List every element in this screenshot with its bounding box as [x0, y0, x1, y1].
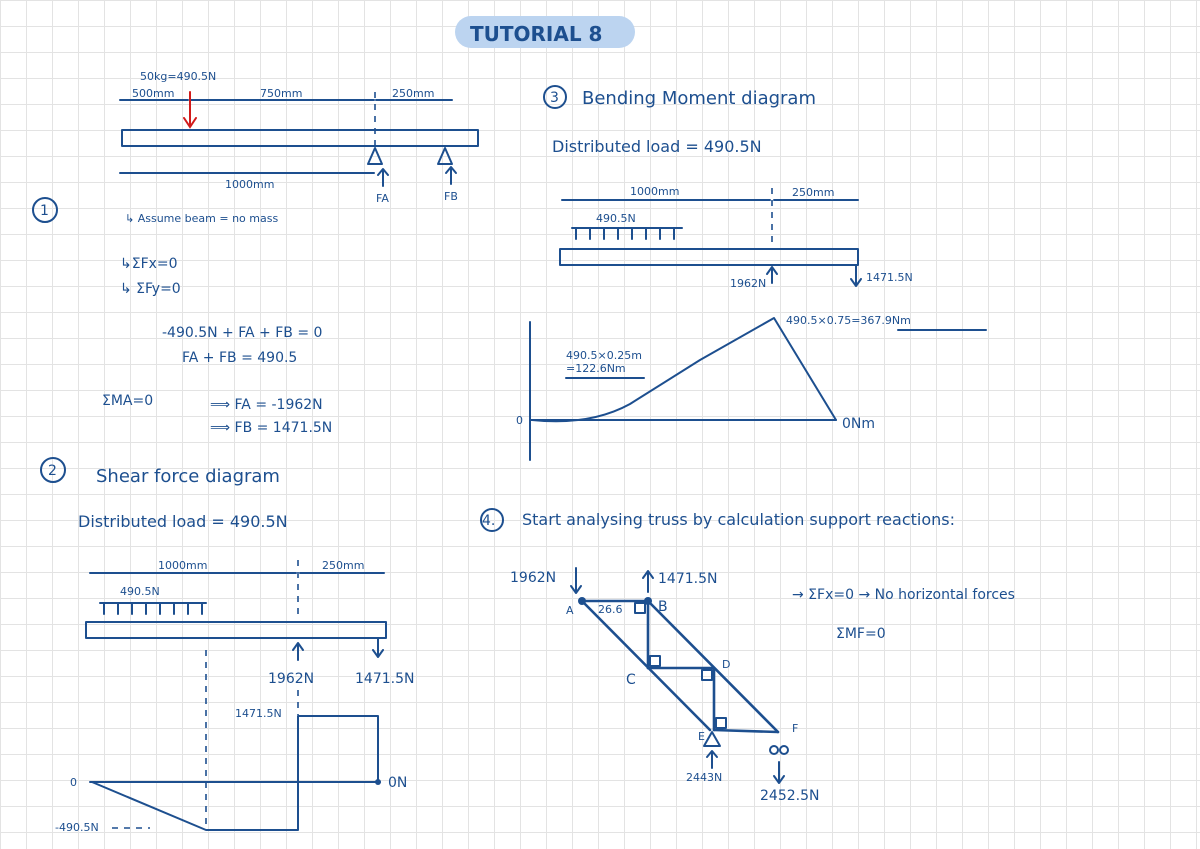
section-4-title: Start analysing truss by calculation sup…: [522, 510, 955, 529]
section-2-dist-load: Distributed load = 490.5N: [78, 512, 288, 531]
dim-250-label: 250mm: [392, 87, 434, 100]
truss-eq-1: → ΣFx=0 → No horizontal forces: [792, 587, 1015, 603]
eq-sum-fy: ↳ ΣFy=0: [120, 281, 181, 297]
bm-distributed-load-arrows: [571, 227, 683, 240]
eq-moment-a: ΣMA=0: [102, 393, 153, 409]
truss: [580, 599, 780, 734]
support-a: [367, 147, 383, 165]
section-2-number: 2: [48, 463, 57, 479]
section-3-title: Bending Moment diagram: [582, 88, 816, 109]
sf-reaction-2-label: 1471.5N: [355, 671, 414, 687]
sf-distributed-load-arrows: [99, 602, 207, 615]
result-fb: ⟹ FB = 1471.5N: [210, 420, 332, 436]
reaction-e-label: 2443N: [686, 771, 722, 784]
bm-reaction-1-label: 1962N: [730, 277, 766, 290]
sf-negative-label: -490.5N: [55, 821, 99, 834]
beam-3: [559, 248, 859, 266]
dim-750-label: 750mm: [260, 87, 302, 100]
truss-load-b-label: 1471.5N: [658, 571, 717, 587]
shear-force-curve: [91, 715, 379, 831]
support-b: [437, 147, 453, 165]
sf-positive-label: 1471.5N: [235, 707, 282, 720]
bm-dim-1000-label: 1000mm: [630, 185, 679, 198]
truss-load-a-label: 1962N: [510, 570, 556, 586]
label-fa: FA: [376, 192, 389, 205]
section-1-number: 1: [40, 203, 49, 219]
eq-fa-fb: FA + FB = 490.5: [182, 350, 297, 366]
section-4-number: 4.: [482, 513, 495, 529]
load-arrow-head: [183, 117, 197, 129]
bm-reaction-2-label: 1471.5N: [866, 271, 913, 284]
page-title: TUTORIAL 8: [470, 22, 602, 46]
section-1-marker: [32, 197, 58, 223]
dim-500-label: 500mm: [132, 87, 174, 100]
truss-eq-2: ΣMF=0: [836, 626, 886, 642]
beam-2: [85, 621, 387, 639]
bm-load-label: 490.5N: [596, 212, 636, 225]
section-4-marker: [480, 508, 504, 532]
node-a-dot: [578, 597, 586, 605]
section-2-marker: [40, 457, 66, 483]
section-3-number: 3: [550, 90, 559, 106]
label-fb: FB: [444, 190, 458, 203]
angle-label: 26.6: [598, 603, 623, 616]
beam-1: [121, 129, 479, 147]
sf-zero-right: 0N: [388, 775, 407, 791]
reaction-f-label: 2452.5N: [760, 788, 819, 804]
sf-reaction-1-label: 1962N: [268, 671, 314, 687]
node-c-label: C: [626, 672, 636, 688]
node-d-label: D: [722, 658, 730, 671]
node-b-label: B: [658, 599, 668, 615]
sf-load-label: 490.5N: [120, 585, 160, 598]
section-3-marker: [543, 85, 567, 109]
bm-zero-left: 0: [516, 414, 523, 427]
node-b-dot: [644, 597, 652, 605]
title-highlight: [455, 16, 635, 48]
load-label: 50kg=490.5N: [140, 70, 216, 83]
assume-text: ↳ Assume beam = no mass: [125, 212, 278, 225]
bm-zero-right: 0Nm: [842, 416, 875, 432]
bm-dim-250-label: 250mm: [792, 186, 834, 199]
bm-peak-label: 490.5×0.75=367.9Nm: [786, 314, 911, 327]
sf-zero-left: 0: [70, 776, 77, 789]
roller-f-left: [769, 745, 779, 755]
node-a-label: A: [566, 604, 574, 617]
bm-mid-label-1: 490.5×0.25m: [566, 349, 642, 362]
node-e-label: E: [698, 730, 705, 743]
sf-dim-250-label: 250mm: [322, 559, 364, 572]
eq-sum-fx: ↳ΣFx=0: [120, 256, 178, 272]
dim-1000-label: 1000mm: [225, 178, 274, 191]
node-f-label: F: [792, 722, 798, 735]
section-2-title: Shear force diagram: [96, 466, 280, 487]
bending-moment-curve: [531, 317, 837, 423]
section-3-dist-load: Distributed load = 490.5N: [552, 137, 762, 156]
eq-sum: -490.5N + FA + FB = 0: [162, 325, 322, 341]
result-fa: ⟹ FA = -1962N: [210, 397, 323, 413]
bm-mid-label-2: =122.6Nm: [566, 362, 626, 375]
roller-f-right: [779, 745, 789, 755]
support-e: [703, 731, 721, 747]
sf-dim-1000-label: 1000mm: [158, 559, 207, 572]
